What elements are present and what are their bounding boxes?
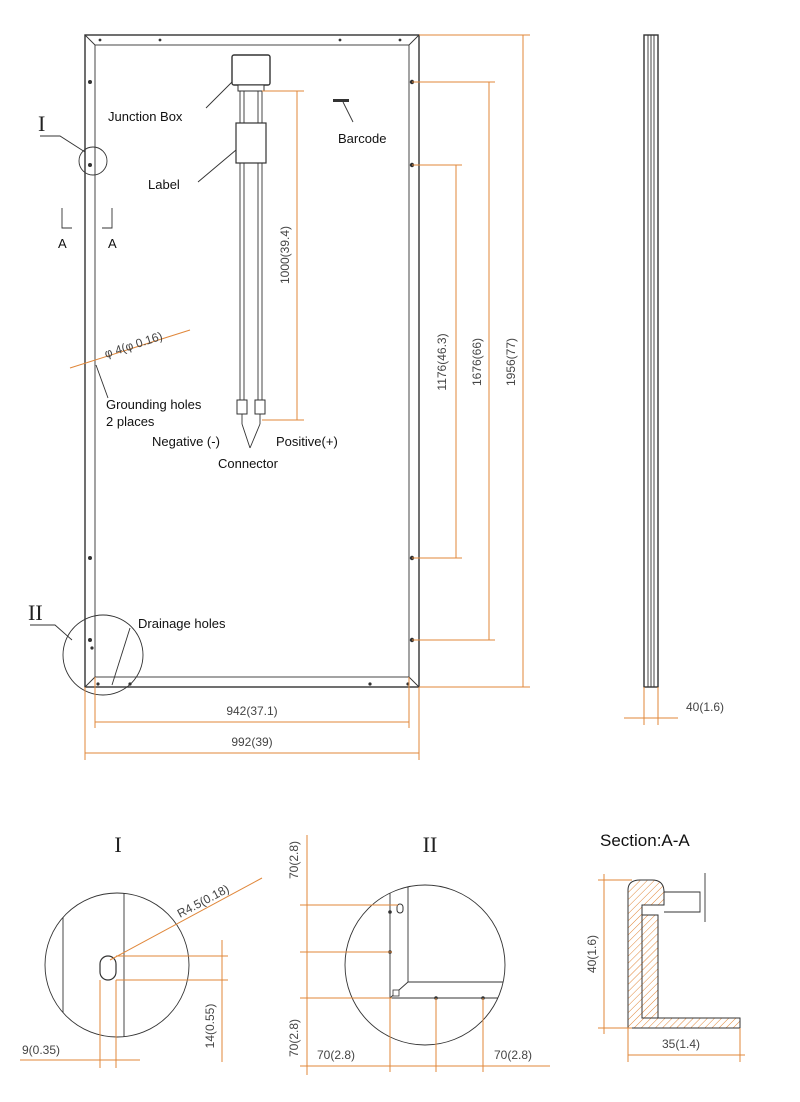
detail-ii-marker: II bbox=[28, 600, 43, 625]
detail-ii-labels: II 70(2.8) 70(2.8) 70(2.8) 70(2.8) bbox=[287, 832, 532, 1062]
section-mark-left: A bbox=[58, 236, 67, 251]
detail-i-slot-length: 14(0.55) bbox=[203, 1004, 217, 1049]
dim-1676-text: 1676(66) bbox=[470, 338, 484, 386]
detail-i-dims bbox=[20, 877, 263, 1068]
detail-i-view bbox=[44, 892, 190, 1038]
detail-ii-horiz-right: 70(2.8) bbox=[494, 1048, 532, 1062]
section-aa-title: Section:A-A bbox=[600, 831, 690, 850]
detail-i-labels: I R4.5(0.18) 9(0.35) 14(0.55) bbox=[22, 832, 231, 1057]
dim-1176-text: 1176(46.3) bbox=[435, 333, 449, 390]
dim-width-992 bbox=[84, 687, 420, 760]
junction-box bbox=[231, 54, 271, 92]
detail-ii-view bbox=[344, 884, 506, 1046]
section-a-marks bbox=[61, 208, 113, 229]
dim-992-text: 992(39) bbox=[231, 735, 272, 749]
section-aa-labels: Section:A-A 40(1.6) 35(1.4) bbox=[585, 831, 700, 1051]
module-side-view bbox=[643, 34, 659, 688]
dim-thickness bbox=[624, 687, 678, 725]
detail-ii-title: II bbox=[423, 832, 438, 857]
detail-i-radius: R4.5(0.18) bbox=[175, 882, 232, 921]
barcode-mark bbox=[333, 99, 354, 123]
detail-i-marker: I bbox=[38, 111, 45, 136]
section-aa-height: 40(1.6) bbox=[585, 935, 599, 973]
dim-1956-text: 1956(77) bbox=[504, 338, 518, 386]
detail-ii-vert-bottom: 70(2.8) bbox=[287, 1019, 301, 1057]
cable-label-sleeve bbox=[235, 122, 267, 164]
detail-ii-callout bbox=[30, 614, 144, 696]
dim-hole-dia-text: φ 4(φ 0.16) bbox=[103, 329, 165, 361]
section-mark-right: A bbox=[108, 236, 117, 251]
detail-ii-dims bbox=[300, 835, 550, 1075]
dim-cable-length-text: 1000(39.4) bbox=[278, 226, 292, 284]
grounding-holes-label: Grounding holes bbox=[106, 397, 202, 412]
detail-i-offset: 9(0.35) bbox=[22, 1043, 60, 1057]
detail-i-callout bbox=[40, 135, 108, 176]
detail-ii-vert-top: 70(2.8) bbox=[287, 841, 301, 879]
dim-length-1956 bbox=[419, 34, 530, 688]
dim-942-text: 942(37.1) bbox=[226, 704, 277, 718]
barcode-label: Barcode bbox=[338, 131, 386, 146]
section-aa-view bbox=[627, 873, 741, 1029]
section-aa-width: 35(1.4) bbox=[662, 1037, 700, 1051]
dimension-labels: 1000(39.4) φ 4(φ 0.16) 1176(46.3) 1676(6… bbox=[103, 226, 724, 749]
label-label: Label bbox=[148, 177, 180, 192]
negative-label: Negative (-) bbox=[152, 434, 220, 449]
junction-box-label: Junction Box bbox=[108, 109, 183, 124]
positive-label: Positive(+) bbox=[276, 434, 338, 449]
leader-lines bbox=[95, 81, 261, 686]
connectors bbox=[236, 399, 266, 424]
detail-i-title: I bbox=[114, 832, 121, 857]
drainage-holes-label: Drainage holes bbox=[138, 616, 226, 631]
grounding-holes-count: 2 places bbox=[106, 414, 155, 429]
dim-mount-1176 bbox=[412, 164, 462, 559]
dim-mount-1676 bbox=[412, 81, 495, 641]
drawing-labels: Junction Box Barcode Label Grounding hol… bbox=[28, 109, 386, 631]
dim-hole-dia bbox=[69, 329, 191, 369]
dim-thickness-text: 40(1.6) bbox=[686, 700, 724, 714]
module-front-view bbox=[84, 34, 420, 688]
dim-width-942 bbox=[94, 677, 410, 728]
dim-cable-length bbox=[262, 90, 304, 421]
connector-label: Connector bbox=[218, 456, 279, 471]
section-aa-dims bbox=[598, 874, 745, 1062]
detail-ii-horiz-left: 70(2.8) bbox=[317, 1048, 355, 1062]
